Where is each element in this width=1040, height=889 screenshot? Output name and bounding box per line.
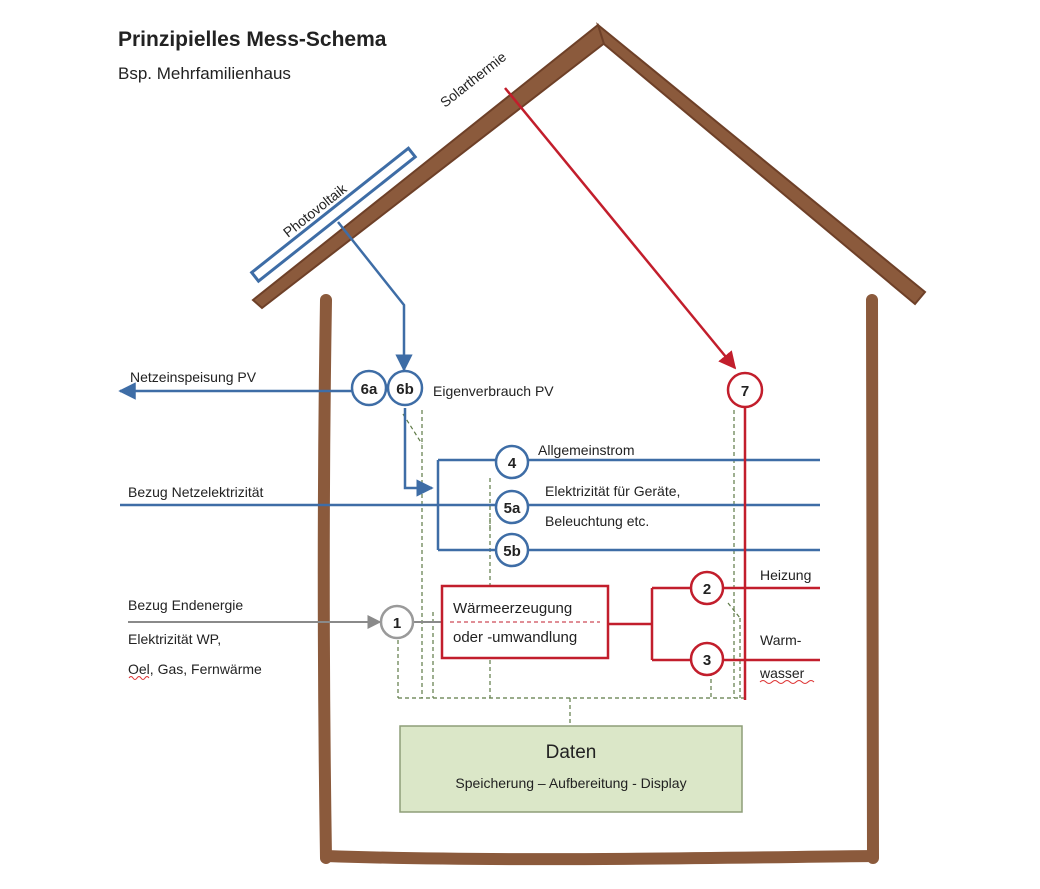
meter-1-label: 1 — [393, 615, 401, 632]
floor — [320, 850, 879, 866]
gas-fernwaerme-text: , Gas, Fernwärme — [150, 661, 262, 677]
meter-3: 3 — [689, 641, 725, 677]
warm-label-2: wasser — [759, 665, 805, 681]
spellcheck-squiggle — [128, 676, 150, 680]
meter-4-label: 4 — [508, 455, 517, 472]
meter-5b: 5b — [494, 532, 530, 568]
house-outline — [251, 22, 927, 866]
meter-1: 1 — [379, 604, 415, 640]
waermeerzeugung-box: Wärmeerzeugung oder -umwandlung — [440, 584, 610, 660]
roof-right — [596, 22, 927, 306]
heizung-label: Heizung — [760, 567, 811, 583]
meter-6b-label: 6b — [396, 381, 414, 398]
waermeerzeugung-line2: oder -umwandlung — [453, 629, 577, 646]
diagram-title: Prinzipielles Mess-Schema — [118, 28, 387, 51]
geraete-label-2: Beleuchtung etc. — [545, 513, 649, 529]
meter-5a-label: 5a — [504, 500, 521, 517]
meter-6b: 6b — [386, 369, 424, 407]
meter-2: 2 — [689, 570, 725, 606]
thermal-lines — [504, 87, 820, 700]
netzeinspeisung-label: Netzeinspeisung PV — [130, 369, 257, 385]
data-lines — [397, 410, 745, 723]
meter-3-label: 3 — [703, 652, 711, 669]
meter-6a-label: 6a — [361, 381, 378, 398]
waermeerzeugung-line1: Wärmeerzeugung — [453, 600, 572, 617]
meter-6a: 6a — [350, 369, 388, 407]
daten-box: Daten Speicherung – Aufbereitung - Displ… — [399, 725, 743, 813]
geraete-label-1: Elektrizität für Geräte, — [545, 483, 680, 499]
bezug-endenergie-label: Bezug Endenergie — [128, 597, 243, 613]
meter-4: 4 — [494, 444, 530, 480]
endenergie-label-2: Oel, Gas, Fernwärme — [128, 661, 262, 677]
diagram-subtitle: Bsp. Mehrfamilienhaus — [118, 64, 291, 83]
allgemeinstrom-label: Allgemeinstrom — [538, 442, 634, 458]
meter-5a: 5a — [494, 489, 530, 525]
meter-2-label: 2 — [703, 581, 711, 598]
spellcheck-squiggle-2 — [759, 680, 815, 684]
warm-label-1: Warm- — [760, 632, 802, 648]
daten-title: Daten — [546, 742, 597, 763]
endenergie-label-1: Elektrizität WP, — [128, 631, 221, 647]
daten-subtitle: Speicherung – Aufbereitung - Display — [455, 775, 686, 791]
wall-right — [866, 294, 879, 864]
meter-5b-label: 5b — [503, 543, 521, 560]
bezug-netz-label: Bezug Netzelektrizität — [128, 484, 264, 500]
photovoltaik-panel: Photovoltaik — [249, 146, 418, 284]
oel-text: Oel — [128, 661, 150, 677]
solarthermie-label: Solarthermie — [437, 48, 509, 110]
eigenverbrauch-label: Eigenverbrauch PV — [433, 383, 554, 399]
meter-7-label: 7 — [741, 383, 749, 400]
meter-7: 7 — [726, 371, 764, 409]
wall-left — [317, 294, 332, 864]
roof-left — [251, 23, 608, 310]
